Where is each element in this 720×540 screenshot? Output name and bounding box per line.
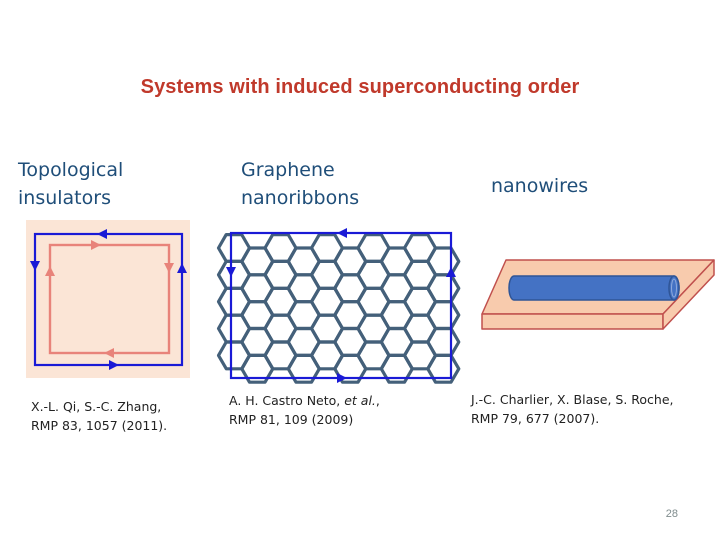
reference-nanowires: J.-C. Charlier, X. Blase, S. Roche, RMP …: [471, 390, 674, 428]
reference-authors: A. H. Castro Neto,: [229, 393, 345, 408]
heading-line: insulators: [18, 187, 111, 209]
reference-graphene-nanoribbons: A. H. Castro Neto, et al., RMP 81, 109 (…: [229, 391, 380, 429]
substrate-side: [662, 259, 715, 330]
heading-nanowires: nanowires: [491, 172, 588, 200]
nanowire-diagram: [481, 259, 715, 330]
ti-outer-edge: [33, 232, 184, 367]
heading-line: Topological: [18, 159, 124, 181]
hexagon-cell: [426, 326, 461, 357]
reference-et-al: et al.: [344, 393, 376, 408]
substrate-front: [481, 313, 664, 330]
slide-title: Systems with induced superconducting ord…: [140, 76, 580, 98]
heading-topological-insulators: Topological insulators: [18, 156, 123, 212]
reference-line: RMP 83, 1057 (2011).: [31, 418, 168, 433]
graphene-lattice-diagram: [216, 228, 461, 384]
reference-topological-insulators: X.-L. Qi, S.-C. Zhang, RMP 83, 1057 (201…: [31, 397, 167, 435]
reference-line: RMP 79, 677 (2007).: [471, 411, 600, 426]
nanowire-end: [668, 275, 680, 301]
reference-line: X.-L. Qi, S.-C. Zhang,: [31, 399, 162, 414]
heading-line: nanowires: [491, 175, 589, 197]
heading-line: Graphene: [241, 159, 335, 181]
reference-comma: ,: [375, 393, 380, 408]
reference-line: J.-C. Charlier, X. Blase, S. Roche,: [471, 392, 674, 407]
nanowire-body: [508, 275, 680, 301]
heading-graphene-nanoribbons: Graphene nanoribbons: [241, 156, 359, 212]
reference-line: A. H. Castro Neto, et al.,: [229, 391, 380, 410]
heading-line: nanoribbons: [241, 187, 360, 209]
hexagon-cell: [426, 300, 461, 331]
hexagon-cell: [426, 246, 461, 277]
hexagon-lattice: [216, 233, 461, 384]
nanowire-end-inner: [671, 278, 677, 298]
hexagon-cell: [426, 273, 461, 304]
topological-insulator-diagram: [26, 220, 190, 378]
reference-line: RMP 81, 109 (2009): [229, 412, 354, 427]
page-number: 28: [665, 508, 678, 520]
